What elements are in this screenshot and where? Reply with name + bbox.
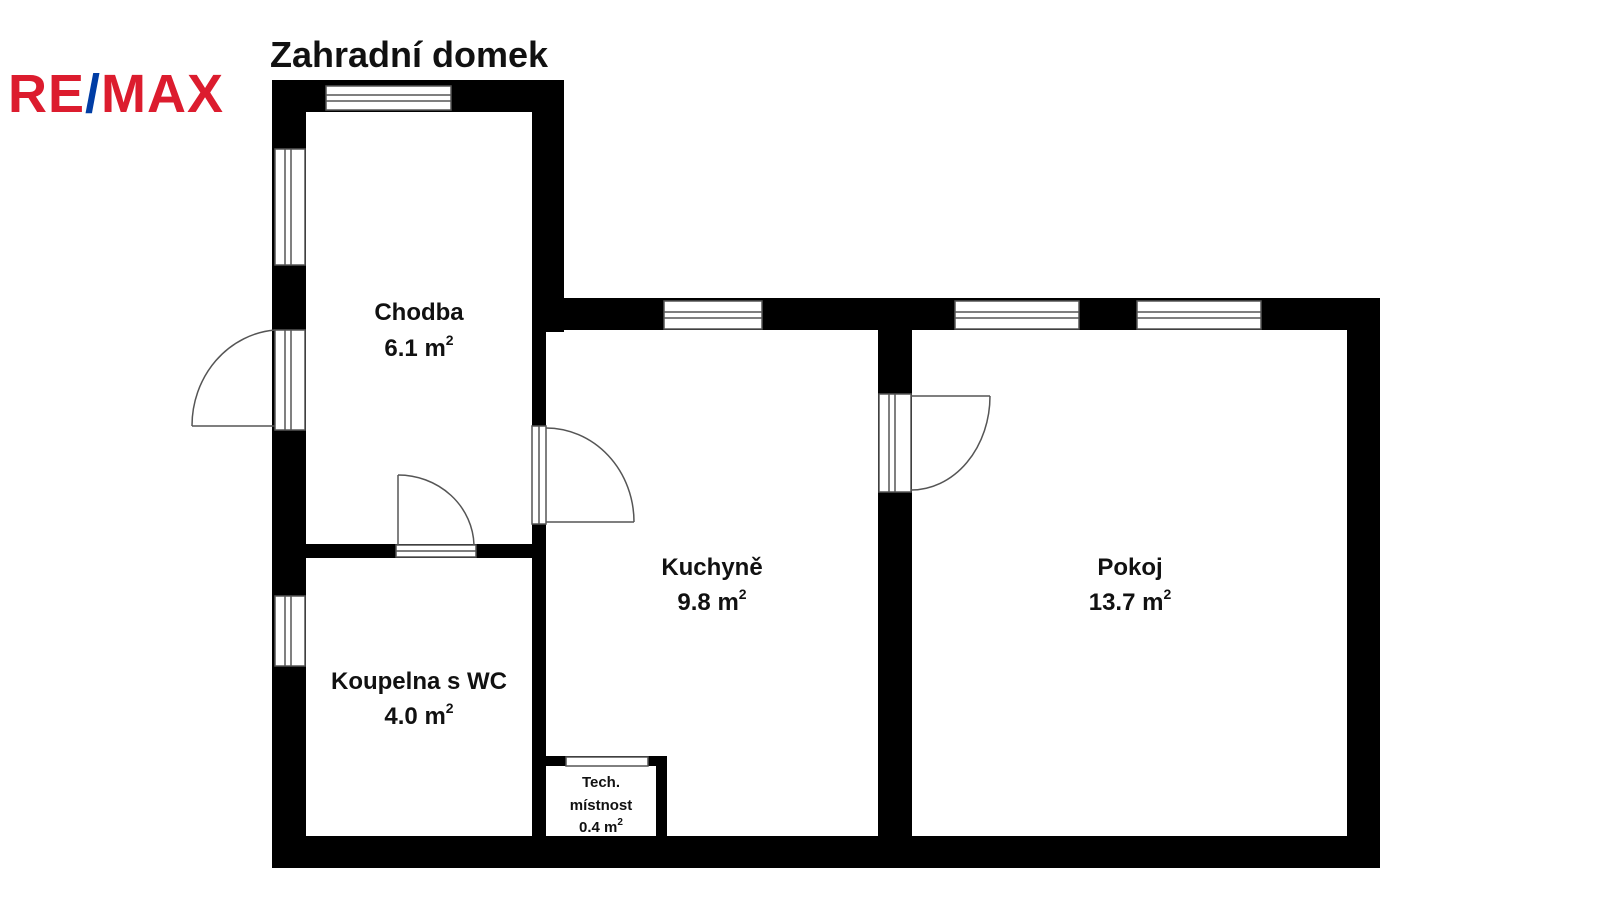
room-name-pokoj: Pokoj xyxy=(1097,554,1162,581)
room-name-koupelna: Koupelna s WC xyxy=(331,668,507,695)
door-kuchyne xyxy=(531,425,635,525)
door-entrance xyxy=(191,329,306,431)
room-name-tech-line1: Tech. xyxy=(582,774,620,791)
door-koupelna xyxy=(395,474,477,558)
svg-text:RE/MAX: RE/MAX xyxy=(8,64,224,124)
wall-bottom xyxy=(272,836,1380,868)
window-kuchyne-top xyxy=(663,300,763,330)
room-label-koupelna: Koupelna s WC 4.0 m2 xyxy=(331,668,507,730)
plan-title: Zahradní domek xyxy=(270,34,549,75)
room-name-chodba: Chodba xyxy=(374,299,464,326)
room-label-chodba: Chodba 6.1 m2 xyxy=(374,299,464,362)
room-label-tech: Tech. místnost 0.4 m2 xyxy=(570,774,633,836)
window-pokoj-top-2 xyxy=(1136,300,1262,330)
remax-logo: RE/MAX xyxy=(8,64,224,124)
wall-tech-right xyxy=(656,756,667,868)
window-chodba-left xyxy=(274,148,306,266)
walls xyxy=(272,80,1380,868)
wall-chodba-right xyxy=(532,80,564,332)
room-name-tech-line2: místnost xyxy=(570,797,633,814)
room-area-chodba: 6.1 m2 xyxy=(384,332,453,362)
room-name-kuchyne: Kuchyně xyxy=(661,554,762,581)
window-chodba-top xyxy=(325,85,452,111)
window-pokoj-top-1 xyxy=(954,300,1080,330)
tech-room-vent xyxy=(565,756,649,767)
room-area-pokoj: 13.7 m2 xyxy=(1089,586,1172,616)
room-area-tech: 0.4 m2 xyxy=(579,817,623,836)
door-pokoj xyxy=(878,393,991,493)
doors xyxy=(191,329,991,558)
wall-partition-left xyxy=(532,300,546,868)
room-label-pokoj: Pokoj 13.7 m2 xyxy=(1089,554,1172,616)
room-area-kuchyne: 9.8 m2 xyxy=(677,586,746,616)
logo-text-max: MAX xyxy=(101,64,224,124)
windows xyxy=(274,85,1262,767)
room-area-koupelna: 4.0 m2 xyxy=(384,700,453,730)
wall-partition-right xyxy=(878,298,912,868)
logo-text-re: RE xyxy=(8,64,85,124)
window-koupelna-left xyxy=(274,595,306,667)
wall-right xyxy=(1347,298,1380,868)
room-label-kuchyne: Kuchyně 9.8 m2 xyxy=(661,554,762,616)
logo-slash: / xyxy=(85,64,101,124)
